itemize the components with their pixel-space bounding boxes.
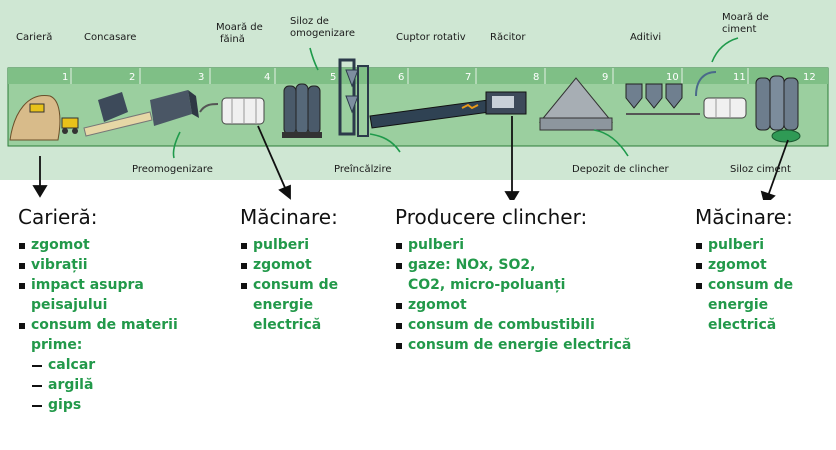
impact-item: zgomot bbox=[240, 255, 338, 275]
cement-mill-illustration bbox=[695, 71, 747, 119]
impact-item: zgomot bbox=[695, 255, 793, 275]
column-title: Producere clincher: bbox=[395, 205, 588, 229]
impact-item: consum de combustibili bbox=[395, 315, 631, 335]
stage-label-crushing: Concasare bbox=[84, 32, 136, 43]
column-title: Măcinare: bbox=[240, 205, 338, 229]
impact-item: zgomot bbox=[395, 295, 631, 315]
impact-sub-item: gips bbox=[18, 395, 178, 415]
label-preblending: Preomogenizare bbox=[132, 164, 213, 175]
label-clinker-store: Depozit de clincher bbox=[572, 164, 670, 175]
step-number: 6 bbox=[398, 72, 404, 83]
quarry-illustration bbox=[9, 95, 79, 141]
step-number: 8 bbox=[533, 72, 539, 83]
cement-silo-illustration bbox=[755, 75, 801, 143]
column-title: Carieră: bbox=[18, 205, 98, 229]
impact-item: consum de energie electrică bbox=[240, 275, 338, 335]
impact-item: pulberi bbox=[395, 235, 631, 255]
impact-item: pulberi bbox=[240, 235, 338, 255]
impact-item: pulberi bbox=[695, 235, 793, 255]
impact-sub-item: calcar bbox=[18, 355, 178, 375]
preheater-illustration bbox=[338, 58, 369, 137]
additives-bins-illustration bbox=[625, 83, 700, 115]
step-number: 3 bbox=[198, 72, 204, 83]
preheater-pointer-arrow bbox=[369, 133, 401, 153]
impact-item: vibrații bbox=[18, 255, 178, 275]
cement-grinding-stage-pointer bbox=[767, 139, 789, 197]
cooler-illustration bbox=[485, 91, 527, 115]
step-number: 12 bbox=[803, 72, 816, 83]
cement-mill-pointer-arrow bbox=[711, 37, 739, 63]
clinker-store-pointer-arrow bbox=[593, 129, 629, 157]
process-diagram: 1 2 3 4 5 6 7 8 9 10 11 12 bbox=[0, 0, 836, 200]
step-number: 5 bbox=[330, 72, 336, 83]
impact-item: consum de energie electrică bbox=[695, 275, 793, 335]
preblending-pointer-arrow bbox=[172, 131, 181, 159]
impact-item: zgomot bbox=[18, 235, 178, 255]
label-cement-silo: Siloz ciment bbox=[730, 164, 791, 175]
impact-item: gaze: NOx, SO2, CO2, micro-poluanți bbox=[395, 255, 631, 295]
clinker-store-illustration bbox=[538, 77, 614, 131]
blending-silo-illustration bbox=[282, 83, 322, 138]
crusher-illustration bbox=[83, 92, 153, 137]
impact-item: consum de materii prime: bbox=[18, 315, 178, 355]
raw-grinding-stage-pointer bbox=[257, 125, 287, 191]
step-number: 11 bbox=[733, 72, 746, 83]
step-number: 7 bbox=[465, 72, 471, 83]
stage-label-rotary-kiln: Cuptor rotativ bbox=[396, 32, 466, 43]
impact-item: consum de energie electrică bbox=[395, 335, 631, 355]
raw-mill-illustration bbox=[199, 97, 265, 125]
preblending-hall-illustration bbox=[150, 90, 199, 126]
stage-label-cooler: Răcitor bbox=[490, 32, 526, 43]
impact-sub-item: argilă bbox=[18, 375, 178, 395]
step-number: 9 bbox=[602, 72, 608, 83]
stage-label-additives: Aditivi bbox=[630, 32, 661, 43]
column-title: Măcinare: bbox=[695, 205, 793, 229]
stage-label-quarry: Carieră bbox=[16, 32, 52, 43]
step-number: 4 bbox=[264, 72, 270, 83]
impact-item: impact asupra peisajului bbox=[18, 275, 178, 315]
step-number: 1 bbox=[62, 72, 68, 83]
step-number: 10 bbox=[666, 72, 679, 83]
step-number: 2 bbox=[129, 72, 135, 83]
blending-silo-pointer-arrow bbox=[309, 47, 319, 71]
label-preheater: Preîncălzire bbox=[334, 163, 392, 175]
